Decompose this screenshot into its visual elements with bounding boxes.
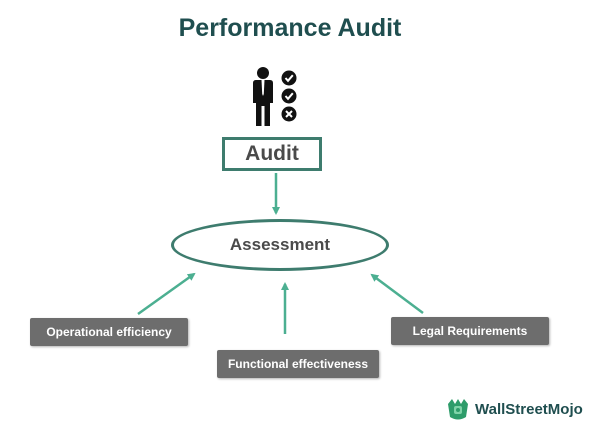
auditor-checklist-icon	[253, 67, 297, 126]
audit-box: Audit	[222, 137, 322, 171]
factor-legal-requirements: Legal Requirements	[391, 317, 549, 345]
factor-functional-effectiveness: Functional effectiveness	[217, 350, 379, 378]
wallstreetmojo-logo-icon	[448, 399, 468, 420]
assessment-ellipse: Assessment	[171, 219, 389, 271]
diagram-title: Performance Audit	[178, 14, 402, 42]
arrow-operational-to-assessment	[137, 272, 196, 316]
cross-icon	[281, 106, 297, 122]
person-icon	[253, 67, 273, 126]
check-icon	[281, 88, 297, 104]
check-icon	[281, 70, 297, 86]
arrow-legal-to-assessment	[370, 273, 424, 315]
factor-operational-efficiency: Operational efficiency	[30, 318, 188, 346]
brand-name: WallStreetMojo	[475, 400, 583, 418]
brand-logo: WallStreetMojo	[445, 396, 583, 422]
